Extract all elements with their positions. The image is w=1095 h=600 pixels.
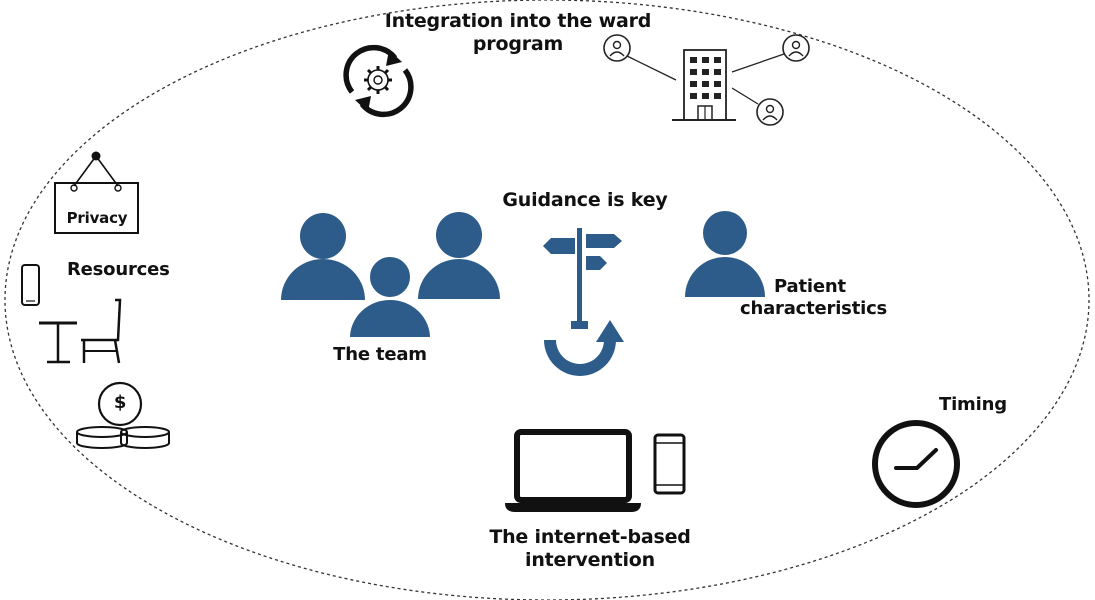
privacy-sign-icon [54,151,139,234]
patient-label-line1: Patient [774,276,846,297]
person-node-icon [603,34,631,62]
patient-icon [685,211,765,297]
hospital-network-icon [603,34,810,126]
integration-label-line1: Integration into the ward [384,10,652,32]
hospital-building-icon [672,49,736,121]
timing-label: Timing [939,394,1007,415]
integration-label: Integration into the ward program [380,10,656,56]
boundary-ellipse [4,0,1090,600]
u-arrow-icon [544,320,624,376]
cycle-gear-icon [343,44,414,118]
clock-icon [872,420,960,508]
team-member-right-icon [418,212,500,299]
team-icon [281,212,500,339]
guidance-label: Guidance is key [502,189,668,211]
coins-icon [76,381,170,449]
intervention-label-line2: intervention [525,548,655,571]
table-chair-icon [39,298,122,364]
privacy-label: Privacy [66,209,128,227]
intervention-label: The internet-based intervention [480,526,700,572]
person-node-icon [782,34,810,62]
currency-symbol: $ [113,392,127,413]
integration-label-line2: program [472,32,564,55]
resources-label: Resources [67,259,170,280]
person-node-icon [756,98,784,126]
intervention-label-line1: The internet-based [489,526,691,548]
phone-icon [21,264,40,306]
patient-label: Patient characteristics [740,276,900,319]
signpost-icon [543,228,622,329]
patient-label-line2: characteristics [740,297,888,319]
phone-icon [653,433,686,495]
team-member-center-icon [347,255,433,339]
team-member-left-icon [281,213,365,300]
laptop-icon [505,429,641,512]
team-label: The team [333,344,427,365]
